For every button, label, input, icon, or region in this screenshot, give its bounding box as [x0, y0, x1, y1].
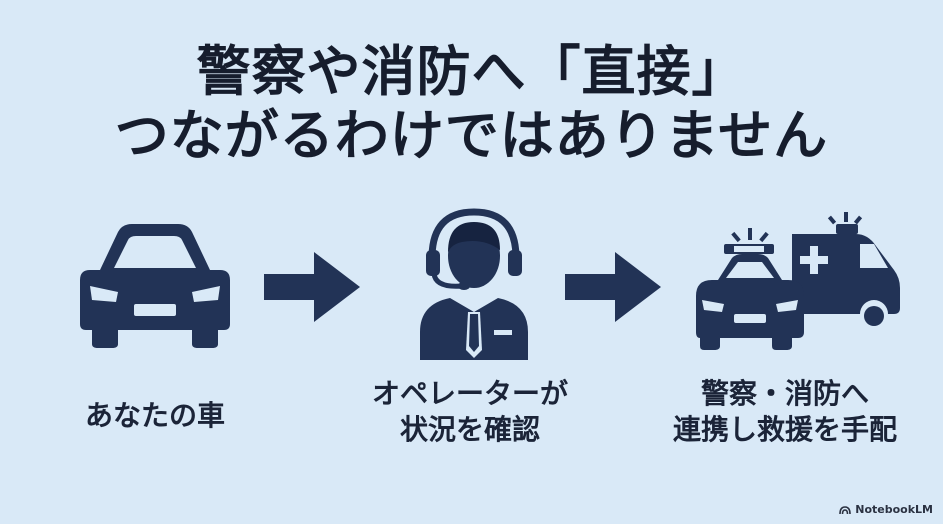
notebooklm-logo-icon: [839, 505, 852, 514]
step-2-label-line-2: 状況を確認: [399, 413, 540, 446]
step-3-label: 警察・消防へ 連携し救援を手配: [655, 376, 915, 448]
police-car-ambulance-icon: [696, 212, 900, 350]
brand-watermark: NotebookLM: [839, 503, 933, 516]
title-line-2: つながるわけではありません: [114, 104, 829, 167]
arrow-right-icon: [565, 252, 661, 322]
step-2-label: オペレーターが 状況を確認: [350, 376, 590, 448]
step-2-label-line-1: オペレーターが: [371, 377, 568, 410]
brand-text: NotebookLM: [855, 503, 933, 516]
step-3-label-line-2: 連携し救援を手配: [672, 413, 897, 446]
arrow-right-icon: [264, 252, 360, 322]
step-1-label: あなたの車: [84, 399, 225, 432]
page-title: 警察や消防へ「直接」 つながるわけではありません: [0, 40, 943, 168]
title-line-1: 警察や消防へ「直接」: [196, 40, 747, 103]
operator-headset-icon: [420, 208, 528, 360]
step-3-label-line-1: 警察・消防へ: [700, 377, 869, 410]
car-icon: [80, 224, 230, 348]
